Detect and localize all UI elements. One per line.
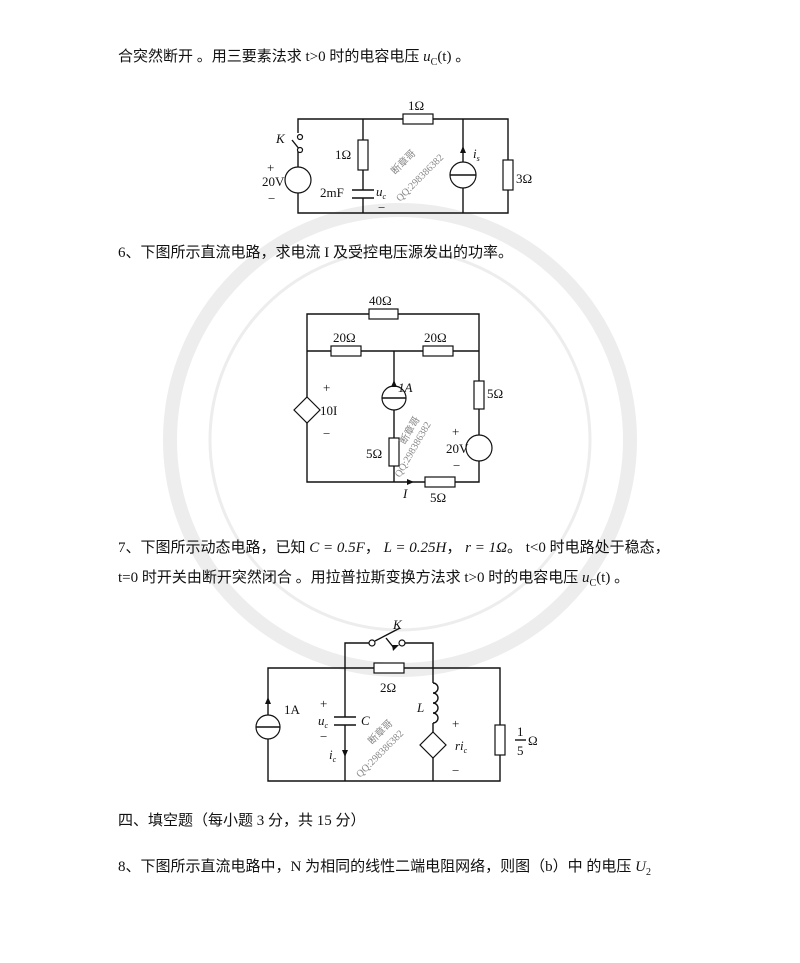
label: 5Ω: [487, 386, 503, 401]
sub: C: [589, 578, 597, 589]
label: 40Ω: [369, 293, 392, 308]
label: −: [378, 200, 385, 215]
voltage-source: [284, 166, 312, 194]
resistor: [373, 662, 405, 674]
text: (t) 。: [437, 49, 471, 65]
label: +: [452, 716, 459, 731]
text: t=0 时开关由断开突然闭合 。用拉普拉斯变换方法求 t>0 时的电容电压: [118, 570, 583, 586]
label: −: [453, 458, 460, 473]
label: −: [268, 191, 275, 206]
resistor: [494, 724, 506, 756]
text: ，: [364, 540, 384, 556]
label: Ω: [528, 733, 538, 748]
text: ，: [446, 540, 466, 556]
sub: 2: [645, 867, 651, 878]
label: 1Ω: [335, 147, 351, 162]
text: (t) 。: [596, 570, 630, 586]
label: +: [323, 380, 330, 395]
text: L = 0.25H: [383, 540, 447, 556]
resistor: [422, 345, 454, 357]
label: +: [452, 424, 459, 439]
voltage-source: [465, 434, 493, 462]
sub: C: [430, 57, 438, 68]
label: 1A: [398, 380, 413, 395]
label: C: [361, 713, 370, 728]
label: 1: [517, 724, 524, 739]
label: 20Ω: [333, 330, 356, 345]
label: 1Ω: [408, 98, 424, 113]
resistor: [388, 437, 400, 467]
label: −: [320, 729, 327, 744]
resistor: [402, 113, 434, 125]
question-5-tail: 合突然断开 。用三要素法求 t>0 时的电容电压 uC(t) 。: [118, 45, 470, 68]
label: I: [402, 486, 408, 501]
label: 20V: [262, 174, 285, 189]
label: 5: [517, 743, 524, 758]
text: 8、下图所示直流电路中，N 为相同的线性二端电阻网络，则图（b）中 的电压: [118, 859, 636, 875]
label: 10I: [320, 403, 337, 418]
text: 合突然断开 。用三要素法求 t>0 时的电容电压: [118, 49, 424, 65]
label: −: [452, 763, 459, 778]
label: uc: [318, 713, 329, 730]
label: is: [473, 146, 480, 163]
label: 5Ω: [430, 490, 446, 505]
label: 20V: [446, 441, 469, 456]
resistor: [330, 345, 362, 357]
section-4-heading: 四、填空题（每小题 3 分，共 15 分）: [118, 813, 366, 829]
label: +: [267, 160, 274, 175]
text: 7、下图所示动态电路，已知: [118, 540, 310, 556]
dependent-voltage-source: [293, 396, 321, 424]
text: r = 1Ω: [465, 540, 507, 556]
label: 2mF: [320, 185, 344, 200]
label: ic: [329, 747, 337, 764]
switch: [374, 627, 401, 642]
text: C = 0.5F: [309, 540, 365, 556]
label: 2Ω: [380, 680, 396, 695]
resistor: [368, 308, 399, 320]
label: 5Ω: [366, 446, 382, 461]
resistor: [502, 159, 514, 191]
label: 3Ω: [516, 171, 532, 186]
var: U: [635, 859, 646, 875]
resistor: [473, 380, 485, 410]
text: 。 t<0 时电路处于稳态，: [506, 540, 670, 556]
resistor: [424, 476, 456, 488]
var: u: [423, 49, 431, 65]
label: uc: [376, 184, 387, 201]
dependent-voltage-source: [419, 731, 447, 759]
question-7-line-2: t=0 时开关由断开突然闭合 。用拉普拉斯变换方法求 t>0 时的电容电压 uC…: [118, 566, 629, 589]
resistor: [357, 139, 369, 171]
inductor: [432, 682, 439, 724]
label: −: [323, 426, 330, 441]
label: +: [320, 696, 327, 711]
label: 20Ω: [424, 330, 447, 345]
label: 1A: [284, 702, 301, 717]
question-8: 8、下图所示直流电路中，N 为相同的线性二端电阻网络，则图（b）中 的电压 U2: [118, 855, 651, 878]
var: u: [582, 570, 590, 586]
label: K: [275, 131, 286, 146]
label: ric: [455, 738, 468, 755]
label: K: [392, 617, 403, 632]
question-6: 6、下图所示直流电路，求电流 I 及受控电压源发出的功率。: [118, 245, 513, 261]
question-7-line-1: 7、下图所示动态电路，已知 C = 0.5F， L = 0.25H， r = 1…: [118, 536, 670, 557]
label: L: [416, 700, 424, 715]
